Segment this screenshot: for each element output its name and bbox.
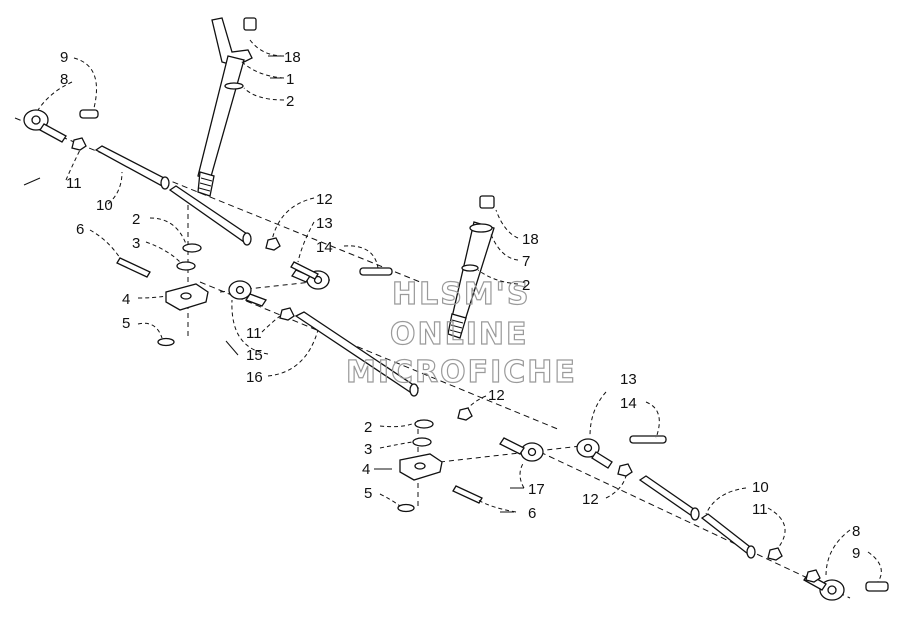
- rod-end-mid-left: [228, 280, 267, 307]
- callout-1: 1: [286, 71, 294, 88]
- callout-9-upper-left: 9: [60, 49, 68, 66]
- callout-11-mid: 11: [246, 325, 262, 342]
- callout-7: 7: [522, 253, 530, 270]
- rod-end-right-upper: [576, 438, 613, 469]
- callout-4-lower: 4: [362, 461, 370, 478]
- callout-13-upper: 13: [316, 215, 333, 232]
- steering-arm-lower: [399, 453, 443, 481]
- steering-arm-upper: [165, 283, 209, 311]
- cap-bolt-icon: [243, 17, 257, 31]
- callout-12-upper: 12: [316, 191, 333, 208]
- callout-2-right: 2: [522, 277, 530, 294]
- watermark-line-2: ONLINE: [390, 317, 529, 352]
- callout-17: 17: [528, 481, 545, 498]
- callout-10-right: 10: [752, 479, 769, 496]
- callout-8-upper-left: 8: [60, 71, 68, 88]
- callout-13-right: 13: [620, 371, 637, 388]
- watermark: HLSM'S ONLINE MICROFICHE: [345, 276, 577, 390]
- callout-2-lower: 2: [364, 419, 372, 436]
- callout-18-lower: 18: [522, 231, 539, 248]
- callout-6-lower: 6: [528, 505, 536, 522]
- callout-11-right: 11: [752, 501, 768, 518]
- tie-rod-upper-left: [94, 145, 252, 246]
- rod-end-left: [23, 109, 67, 143]
- callout-15: 15: [246, 347, 263, 364]
- callout-5-lower: 5: [364, 485, 372, 502]
- callout-ticks: [23, 55, 524, 513]
- lower-steering-post: [447, 195, 495, 339]
- upper-steering-post: [197, 17, 257, 197]
- callout-3-left: 3: [132, 235, 140, 252]
- callout-11-left: 11: [66, 175, 82, 192]
- callout-5-left: 5: [122, 315, 130, 332]
- watermark-line-3: MICROFICHE: [346, 355, 577, 390]
- tie-rod-middle: [294, 311, 420, 397]
- bolts: [79, 109, 889, 592]
- callout-12-lower: 12: [582, 491, 599, 508]
- callout-9-right: 9: [852, 545, 860, 562]
- callout-10-left: 10: [96, 197, 113, 214]
- washers: [157, 243, 434, 513]
- tie-rod-lower-right: [638, 475, 756, 559]
- callout-12-mid: 12: [488, 387, 505, 404]
- watermark-line-1: HLSM'S: [392, 277, 530, 312]
- rod-end-mid-right: [499, 437, 544, 462]
- jam-nuts: [71, 137, 821, 583]
- leader-lines: [37, 39, 882, 583]
- callout-16: 16: [246, 369, 263, 386]
- callout-3-lower: 3: [364, 441, 372, 458]
- callout-18-upper: 18: [284, 49, 301, 66]
- callout-2-mid-left: 2: [132, 211, 140, 228]
- callout-14-right: 14: [620, 395, 637, 412]
- callout-2-upper: 2: [286, 93, 294, 110]
- callout-8-right: 8: [852, 523, 860, 540]
- callout-labels: 9 8 18 1 2 11 10 12 13 14 2 6 3 18 7 2 4…: [60, 49, 860, 562]
- callout-4-left: 4: [122, 291, 130, 308]
- callout-6-left: 6: [76, 221, 84, 238]
- callout-14-upper: 14: [316, 239, 333, 256]
